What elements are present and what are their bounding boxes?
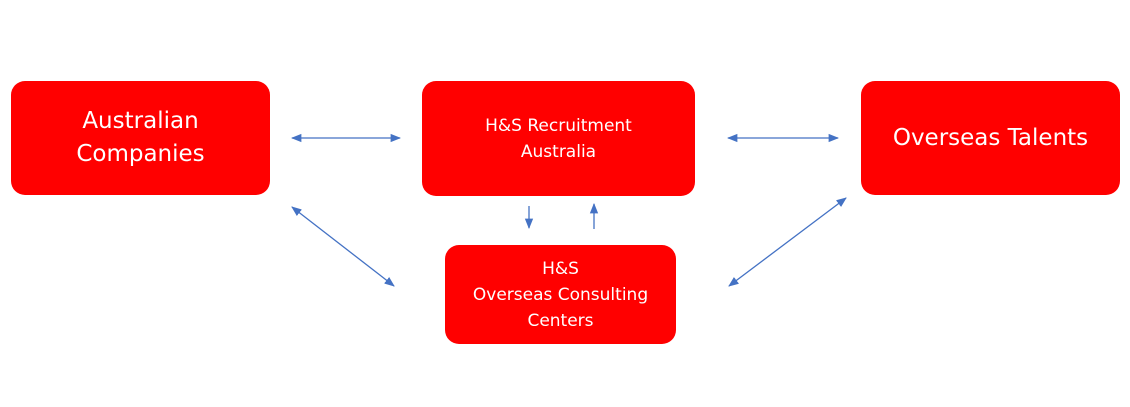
hs-overseas-centers-label: H&S Overseas Consulting Centers bbox=[472, 258, 649, 331]
hs-recruitment-label: H&S Recruitment Australia bbox=[485, 115, 632, 162]
arrow-companies-centers bbox=[291, 206, 395, 287]
australian-companies-box: Australian Companies bbox=[11, 81, 270, 195]
hs-overseas-centers-box: H&S Overseas Consulting Centers bbox=[445, 245, 676, 344]
australian-companies-label: Australian Companies bbox=[76, 108, 205, 167]
overseas-talents-label: Overseas Talents bbox=[892, 124, 1089, 151]
arrow-centers-talents bbox=[728, 197, 847, 287]
overseas-talents-box: Overseas Talents bbox=[861, 81, 1120, 195]
hs-recruitment-box: H&S Recruitment Australia bbox=[422, 81, 695, 196]
